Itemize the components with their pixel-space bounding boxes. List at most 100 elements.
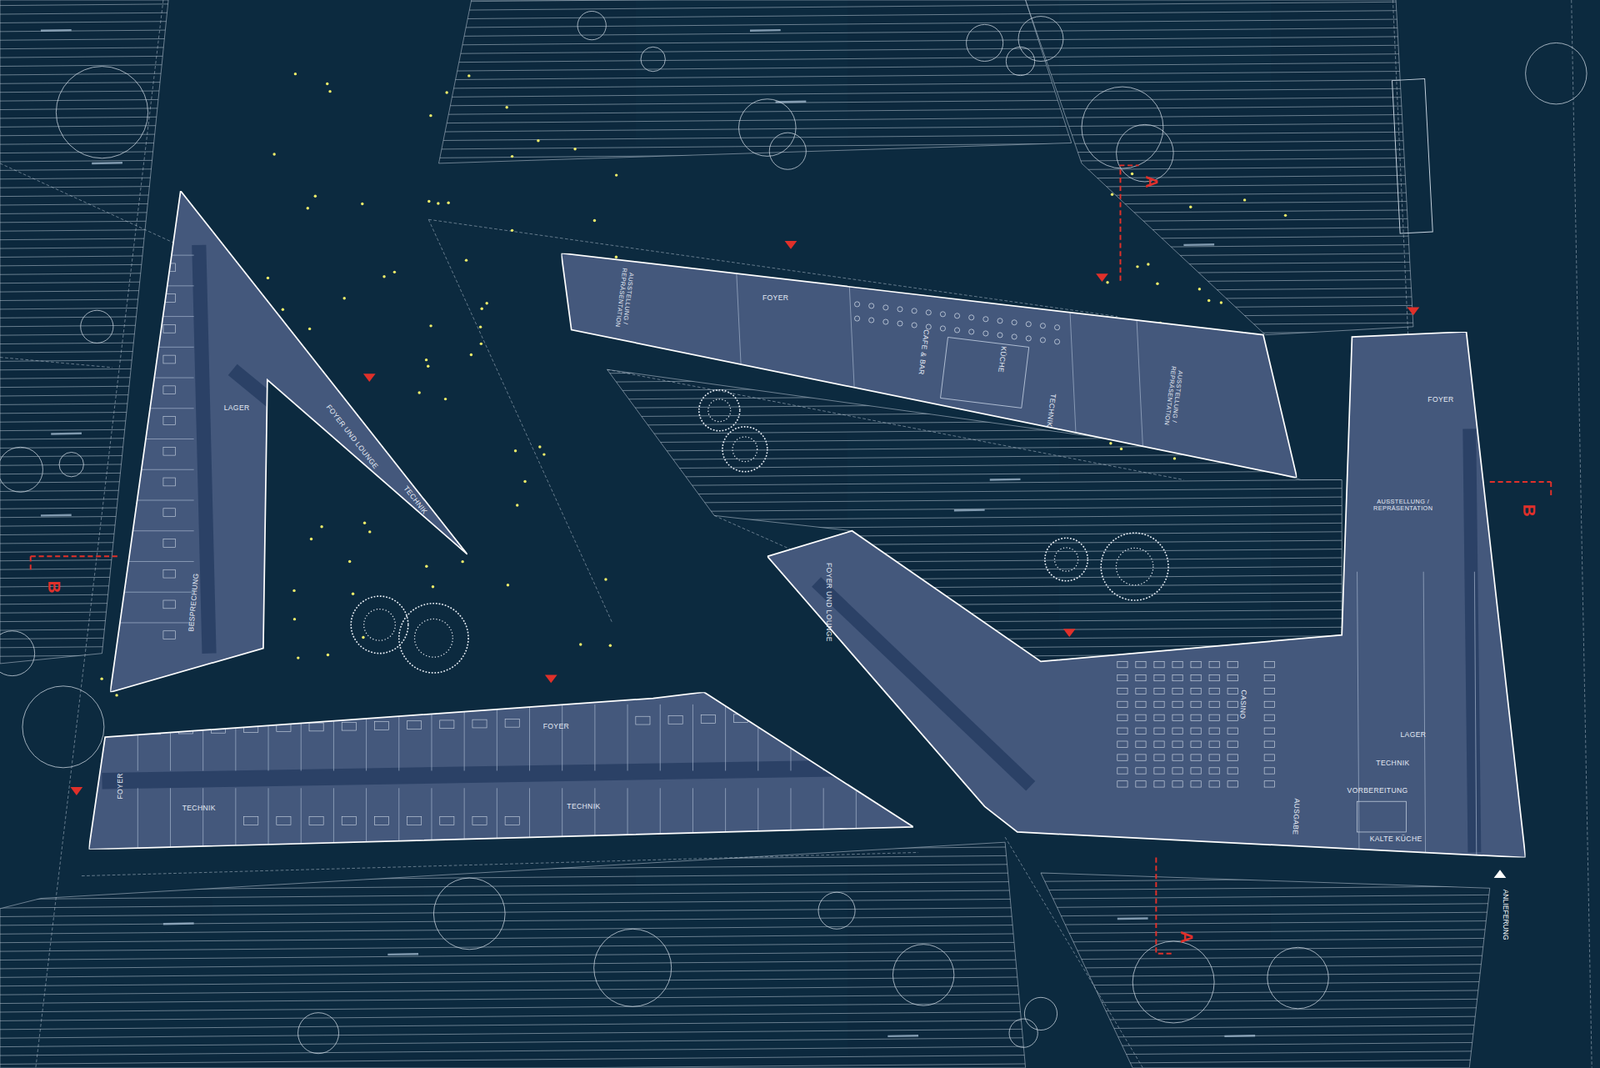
- light-dot: [348, 560, 351, 563]
- desk: [163, 508, 176, 517]
- light-dot: [467, 74, 470, 77]
- casino-table: [1135, 767, 1146, 774]
- hatch-line: [0, 78, 1600, 93]
- hatch-line: [0, 0, 1600, 15]
- hatch-line: [0, 885, 1600, 900]
- tree-outline: [1116, 124, 1175, 182]
- desk: [635, 715, 650, 725]
- casino-table: [1154, 740, 1165, 747]
- hatch-line: [0, 1005, 1600, 1020]
- hatch-line: [0, 980, 1600, 995]
- casino-table: [1227, 660, 1238, 667]
- hatch-line: [0, 1032, 1600, 1047]
- hatch-line: [0, 17, 1600, 32]
- tree-outline: [1018, 16, 1064, 62]
- hatch-line: [0, 69, 1600, 84]
- cafe-seat: [869, 317, 875, 323]
- building-outline: [89, 691, 914, 850]
- room-label: TECHNIK: [182, 804, 216, 813]
- hatch-line: [0, 0, 1600, 15]
- casino-table: [1264, 700, 1275, 707]
- hatch-line: [0, 165, 1600, 180]
- light-dot: [514, 449, 517, 452]
- casino-table: [1227, 714, 1238, 720]
- building-floor: [767, 331, 1526, 858]
- room-wall: [110, 315, 194, 317]
- room-wall: [725, 787, 726, 849]
- light-dot: [593, 219, 596, 222]
- hatch-line: [0, 1049, 1600, 1064]
- cafe-seat: [883, 305, 889, 310]
- hatch-line: [0, 43, 1600, 58]
- room-wall: [1066, 253, 1080, 478]
- hatch-line: [0, 901, 1600, 916]
- hatch-line: [0, 945, 1600, 960]
- light-dot: [523, 480, 526, 483]
- room-wall: [137, 704, 139, 771]
- light-dot: [1110, 193, 1114, 196]
- casino-table: [1117, 754, 1128, 760]
- casino-table: [1172, 767, 1183, 774]
- room-wall: [823, 787, 825, 849]
- room-wall: [268, 704, 270, 771]
- hatch-line: [0, 997, 1600, 1012]
- hatch-line: [0, 1040, 1600, 1055]
- light-dot: [100, 676, 103, 680]
- hatch-line: [0, 1005, 1600, 1020]
- casino-table: [1135, 754, 1146, 760]
- hatch-line: [0, 8, 1600, 23]
- hatch-line: [0, 1049, 1600, 1064]
- hatch-line: [0, 954, 1600, 969]
- ground-dash: [750, 29, 781, 32]
- hatch-line: [0, 945, 1600, 960]
- cafe-seat: [925, 324, 931, 330]
- room-label: FOYER: [762, 294, 789, 303]
- hatch-line: [0, 51, 1600, 66]
- hatch-line: [0, 112, 1600, 127]
- hatch-line: [0, 1058, 1600, 1068]
- hatch-line: [0, 885, 1600, 900]
- hatch-line: [0, 1032, 1600, 1047]
- cafe-seat: [997, 332, 1003, 338]
- hatch-line: [0, 51, 1600, 66]
- desk: [864, 711, 879, 720]
- hatch-line: [0, 216, 1600, 231]
- desk: [163, 600, 176, 609]
- hatch-line: [0, 60, 1600, 75]
- hatch-line: [0, 225, 1600, 240]
- desk: [163, 630, 176, 640]
- hatch-line: [0, 910, 1600, 925]
- hatch-line: [0, 928, 1600, 943]
- building-floor: [89, 691, 914, 850]
- room-label: TECHNIK: [566, 801, 600, 810]
- hatch-line: [0, 1040, 1600, 1055]
- hatch-line: [0, 971, 1600, 986]
- hatch-line: [0, 165, 1600, 180]
- hatch-line: [0, 234, 1600, 249]
- casino-table: [1135, 740, 1146, 747]
- hatch-line: [0, 190, 1600, 205]
- hatch-line: [0, 182, 1600, 197]
- light-dot: [272, 152, 275, 155]
- tree-canopy: [1100, 532, 1169, 600]
- hatch-line: [0, 139, 1600, 154]
- room-wall: [235, 787, 236, 849]
- hatch-line: [0, 893, 1600, 908]
- casino-table: [1190, 740, 1201, 747]
- room-wall: [594, 787, 595, 849]
- desk: [276, 816, 291, 825]
- hatch-line: [0, 936, 1600, 951]
- site-line: [1392, 0, 1408, 337]
- hatch-line: [0, 1066, 1600, 1068]
- hatch-line: [0, 182, 1600, 197]
- casino-table: [1190, 714, 1201, 720]
- hatch-line: [0, 173, 1600, 188]
- hatch-line: [0, 165, 1600, 180]
- cafe-seat: [997, 318, 1003, 324]
- hatch-line: [0, 234, 1600, 249]
- hatch-line: [0, 43, 1600, 58]
- casino-table: [1227, 727, 1238, 734]
- hatch-line: [0, 1005, 1600, 1020]
